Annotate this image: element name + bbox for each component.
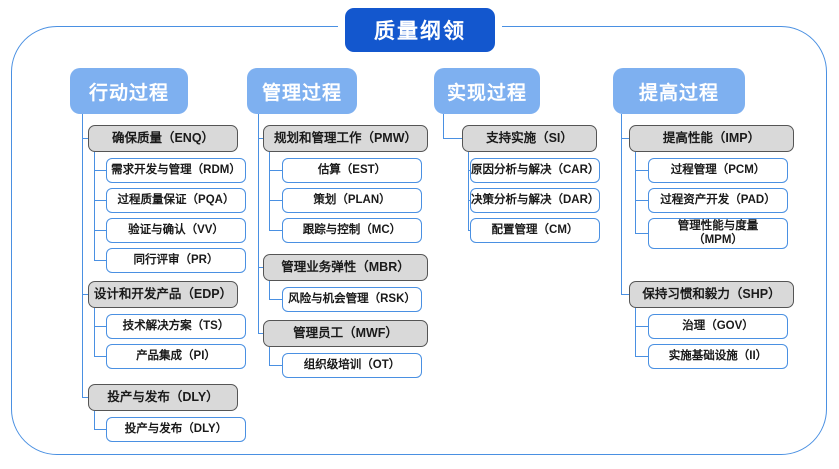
leaf-box[interactable]: 原因分析与解决（CAR） — [470, 158, 600, 183]
category-box[interactable]: 规划和管理工作（PMW） — [263, 125, 428, 152]
leaf-box[interactable]: 风险与机会管理（RSK） — [282, 287, 422, 312]
leaf-box[interactable]: 同行评审（PR） — [106, 248, 246, 273]
leaf-box[interactable]: 技术解决方案（TS） — [106, 314, 246, 339]
leaf-box[interactable]: 管理性能与度量（MPM） — [648, 218, 788, 249]
category-box[interactable]: 支持实施（SI） — [462, 125, 597, 152]
connector-horizontal — [94, 259, 106, 262]
connector-horizontal — [82, 293, 88, 296]
connector-horizontal — [635, 199, 648, 202]
connector-vertical-main — [82, 114, 84, 398]
connector-vertical — [269, 152, 271, 231]
leaf-box[interactable]: 过程管理（PCM） — [648, 158, 788, 183]
connector-horizontal — [621, 137, 629, 140]
leaf-box[interactable]: 验证与确认（VV） — [106, 218, 246, 243]
connector-horizontal — [82, 137, 88, 140]
leaf-box[interactable]: 估算（EST） — [282, 158, 422, 183]
category-box[interactable]: 管理业务弹性（MBR） — [263, 254, 428, 281]
leaf-box[interactable]: 决策分析与解决（DAR） — [470, 188, 600, 213]
connector-vertical — [635, 152, 637, 234]
connector-horizontal — [94, 229, 106, 232]
leaf-box[interactable]: 治理（GOV） — [648, 314, 788, 339]
column-header-4[interactable]: 提高过程 — [613, 68, 745, 114]
column-header-1[interactable]: 行动过程 — [70, 68, 188, 114]
connector-horizontal — [94, 355, 106, 358]
connector-horizontal — [635, 355, 648, 358]
connector-vertical — [269, 281, 271, 300]
column-header-3[interactable]: 实现过程 — [434, 68, 540, 114]
category-box[interactable]: 保持习惯和毅力（SHP） — [629, 281, 794, 308]
column-header-2[interactable]: 管理过程 — [247, 68, 357, 114]
connector-horizontal — [269, 199, 282, 202]
connector-vertical — [94, 411, 96, 430]
leaf-box[interactable]: 实施基础设施（II） — [648, 344, 788, 369]
connector-vertical — [269, 347, 271, 366]
leaf-box[interactable]: 需求开发与管理（RDM） — [106, 158, 246, 183]
connector-vertical — [94, 308, 96, 357]
connector-vertical — [635, 308, 637, 357]
connector-vertical-main — [258, 114, 260, 334]
category-box[interactable]: 管理员工（MWF） — [263, 320, 428, 347]
connector-horizontal — [443, 137, 462, 140]
connector-horizontal — [269, 229, 282, 232]
category-box[interactable]: 提高性能（IMP） — [629, 125, 794, 152]
connector-vertical — [94, 152, 96, 261]
connector-horizontal — [269, 298, 282, 301]
connector-horizontal — [258, 332, 263, 335]
leaf-box[interactable]: 配置管理（CM） — [470, 218, 600, 243]
leaf-box[interactable]: 投产与发布（DLY） — [106, 417, 246, 442]
connector-horizontal — [258, 266, 263, 269]
category-box[interactable]: 投产与发布（DLY） — [88, 384, 238, 411]
connector-horizontal — [94, 169, 106, 172]
connector-horizontal — [635, 169, 648, 172]
connector-horizontal — [621, 293, 629, 296]
leaf-box[interactable]: 产品集成（PI） — [106, 344, 246, 369]
connector-vertical-main — [621, 114, 623, 295]
connector-horizontal — [94, 199, 106, 202]
connector-horizontal — [269, 364, 282, 367]
leaf-box[interactable]: 组织级培训（OT） — [282, 353, 422, 378]
connector-horizontal — [82, 396, 88, 399]
connector-vertical-main — [443, 114, 445, 139]
leaf-box[interactable]: 跟踪与控制（MC） — [282, 218, 422, 243]
leaf-box[interactable]: 过程质量保证（PQA） — [106, 188, 246, 213]
category-box[interactable]: 确保质量（ENQ） — [88, 125, 238, 152]
connector-horizontal — [635, 232, 648, 235]
root-title: 质量纲领 — [345, 8, 495, 52]
connector-horizontal — [94, 325, 106, 328]
leaf-box[interactable]: 过程资产开发（PAD） — [648, 188, 788, 213]
leaf-box[interactable]: 策划（PLAN） — [282, 188, 422, 213]
connector-horizontal — [635, 325, 648, 328]
connector-horizontal — [94, 428, 106, 431]
category-box[interactable]: 设计和开发产品（EDP） — [88, 281, 238, 308]
connector-horizontal — [258, 137, 263, 140]
connector-vertical — [468, 152, 470, 231]
connector-horizontal — [269, 169, 282, 172]
